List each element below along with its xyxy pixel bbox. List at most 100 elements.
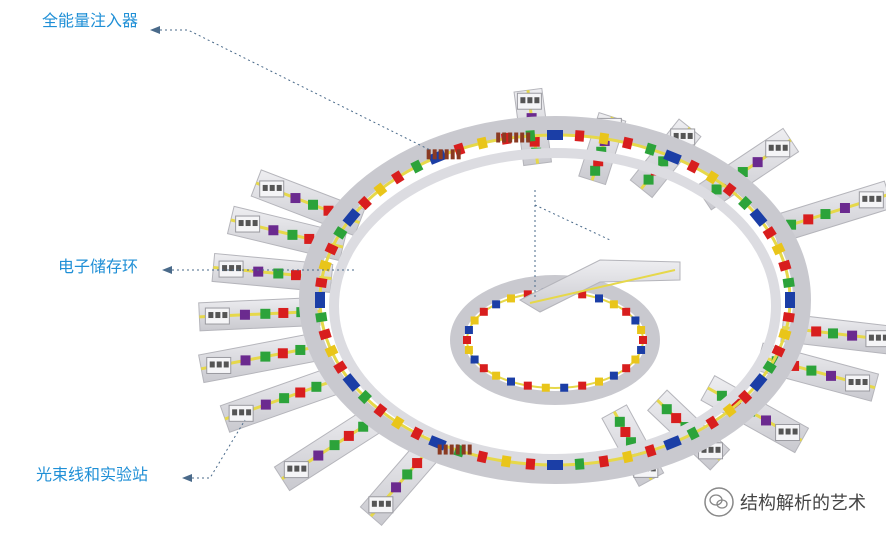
station-window: [768, 144, 774, 151]
beamline-component: [658, 156, 669, 167]
cavity-cell: [426, 149, 431, 160]
ring-magnet: [778, 328, 792, 341]
beamline-component: [260, 399, 271, 410]
ring-magnet: [373, 182, 388, 197]
booster-magnet: [492, 300, 501, 309]
booster-magnet: [479, 307, 488, 316]
ring-magnet: [663, 435, 682, 451]
beamline-component: [711, 184, 722, 195]
beamline-component: [529, 136, 540, 147]
ring-tunnel-outer: [299, 116, 811, 484]
cavity-cell: [520, 132, 525, 143]
beamline-component: [295, 387, 306, 398]
rf-cavity-1: [426, 149, 461, 160]
station-window: [229, 265, 235, 272]
cavity-cell: [443, 444, 448, 455]
beamline-component: [614, 416, 625, 427]
cavity-cell: [467, 444, 472, 455]
booster-magnet: [492, 371, 501, 380]
station-window: [276, 184, 282, 191]
ring-magnet: [476, 136, 488, 150]
ring-magnet: [738, 389, 753, 405]
station-window: [209, 361, 215, 368]
station-window: [876, 195, 882, 202]
beamline-component: [260, 351, 271, 362]
ring-magnet: [324, 242, 339, 256]
station-window: [701, 446, 707, 453]
ring-magnet: [738, 195, 753, 211]
ring-magnet: [622, 136, 634, 150]
station-window: [875, 334, 881, 341]
ring-magnet: [324, 344, 339, 358]
beamline-label: 光束线和实验站: [36, 465, 149, 484]
station-window: [785, 428, 791, 435]
ring-magnet: [762, 360, 777, 374]
beamline-component: [273, 268, 284, 279]
cavity-cell: [438, 149, 443, 160]
ring-magnet: [749, 208, 768, 227]
beamline: [198, 332, 322, 384]
ring-magnet: [453, 142, 466, 156]
beamline-component: [671, 413, 682, 424]
station-window: [520, 97, 526, 104]
station-window: [687, 132, 693, 139]
ring-magnet: [722, 403, 737, 418]
ring-magnet: [705, 170, 719, 185]
station-window: [236, 265, 242, 272]
station-window: [534, 97, 540, 104]
station-window: [855, 379, 861, 386]
station-window: [708, 446, 714, 453]
station-window: [680, 132, 686, 139]
booster-magnet: [470, 355, 479, 364]
beamline-component: [402, 469, 413, 480]
transfer-beam-pipe: [529, 269, 676, 304]
station-window: [239, 409, 245, 416]
cavity-cell: [526, 132, 531, 143]
ring-magnet: [342, 208, 361, 227]
beamline-component: [268, 225, 279, 236]
ring-magnet: [410, 426, 424, 441]
station-window: [385, 500, 391, 507]
cavity-cell: [456, 149, 461, 160]
transfer-line: [518, 259, 681, 313]
station-window: [862, 195, 868, 202]
beamline: [769, 180, 886, 245]
ring-magnet: [315, 311, 328, 323]
ring-magnet: [782, 311, 795, 323]
station-window: [287, 465, 293, 472]
beamline-component: [391, 482, 402, 493]
beamline-component: [625, 437, 636, 448]
injector-label: 全能量注入器: [42, 11, 139, 30]
station-window: [862, 379, 868, 386]
station-window: [301, 465, 307, 472]
beamline-component: [277, 348, 288, 359]
ring-magnet: [686, 159, 700, 174]
booster-magnet: [523, 290, 532, 299]
booster-magnet: [595, 294, 603, 303]
ring-magnet: [525, 458, 536, 470]
ring-magnet: [547, 130, 563, 140]
booster-magnet: [622, 364, 631, 373]
beamline-component: [761, 415, 772, 426]
ring-magnet: [315, 292, 325, 308]
booster-magnet: [523, 381, 532, 390]
beamline-component: [239, 309, 250, 320]
station-window: [869, 195, 875, 202]
ring-magnet: [598, 132, 610, 145]
ring-magnet: [782, 277, 795, 289]
station-window: [246, 409, 252, 416]
beamline-component: [295, 344, 306, 355]
beamline-component: [590, 165, 601, 176]
cavity-cell: [444, 149, 449, 160]
leader-line-transfer-2: [534, 204, 611, 241]
booster-magnet: [631, 355, 640, 364]
booster-magnet: [609, 371, 618, 380]
station-window: [216, 361, 222, 368]
ring-magnet: [705, 415, 719, 430]
station-window: [673, 132, 679, 139]
cavity-cell: [508, 132, 513, 143]
cavity-cell: [502, 132, 507, 143]
beamline-component: [358, 421, 369, 432]
